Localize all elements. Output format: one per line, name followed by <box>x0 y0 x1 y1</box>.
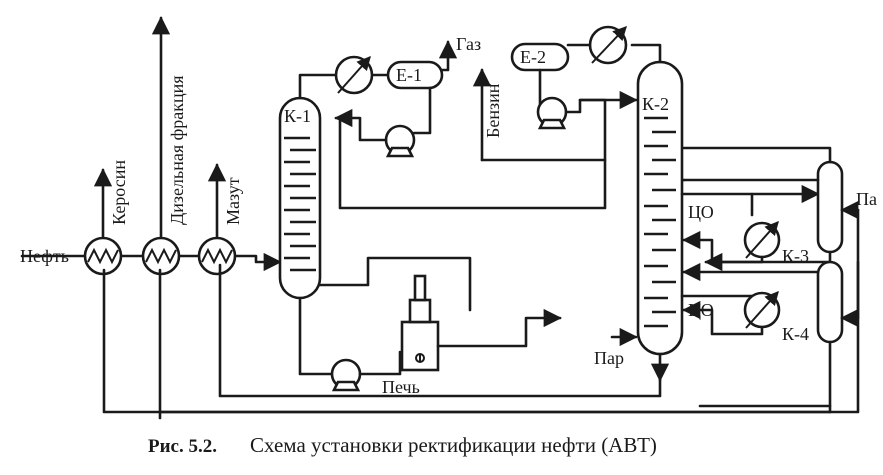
column-k1-label: К-1 <box>284 106 311 126</box>
vessel-e2-label: Е-2 <box>520 47 546 67</box>
feed-label: Нефть <box>20 246 69 266</box>
heat-exchanger-1 <box>83 236 123 276</box>
gas-label: Газ <box>456 34 481 54</box>
figure-caption: Рис. 5.2. Схема установки ректификации н… <box>148 433 657 457</box>
stripper-k3-label: К-3 <box>782 246 809 266</box>
stripper-k4 <box>102 208 860 420</box>
diagram-labels: Нефть Керосин Дизельная фракция Мазут К-… <box>20 34 877 397</box>
gasoline-label: Бензин <box>483 83 503 138</box>
k1-bottoms <box>298 296 402 392</box>
diesel-fraction-label: Дизельная фракция <box>167 75 187 225</box>
circulating-reflux-upper-label: ЦО <box>688 202 714 222</box>
k2-bottoms-return <box>218 263 662 398</box>
kerosene-label: Керосин <box>109 160 129 225</box>
k2-steam-inlet <box>610 327 670 382</box>
heat-exchanger-2 <box>141 236 181 276</box>
fuel-oil-label: Мазут <box>223 177 243 225</box>
furnace-label: Печь <box>382 377 420 397</box>
caption-text: Схема установки ректификации нефти (АВТ) <box>250 433 657 457</box>
column-k1 <box>278 96 322 300</box>
column-k2-label: К-2 <box>642 94 669 114</box>
circulating-reflux-lower-label: ЦО <box>688 300 714 320</box>
stripper-k4-label: К-4 <box>782 324 809 344</box>
feed-line <box>20 252 282 272</box>
steam-label: Пар <box>594 348 624 368</box>
circulating-reflux-lower <box>680 290 781 336</box>
product-streams <box>93 16 227 242</box>
furnace-to-k1-return <box>318 256 472 312</box>
stripper-k3 <box>682 146 860 272</box>
caption-prefix: Рис. 5.2. <box>148 436 217 457</box>
furnace <box>400 274 562 372</box>
k2-overhead-loop <box>472 25 662 162</box>
steam-right-label: Па <box>856 189 877 209</box>
vessel-e1-label: Е-1 <box>396 65 422 85</box>
heat-exchanger-3 <box>197 236 237 276</box>
